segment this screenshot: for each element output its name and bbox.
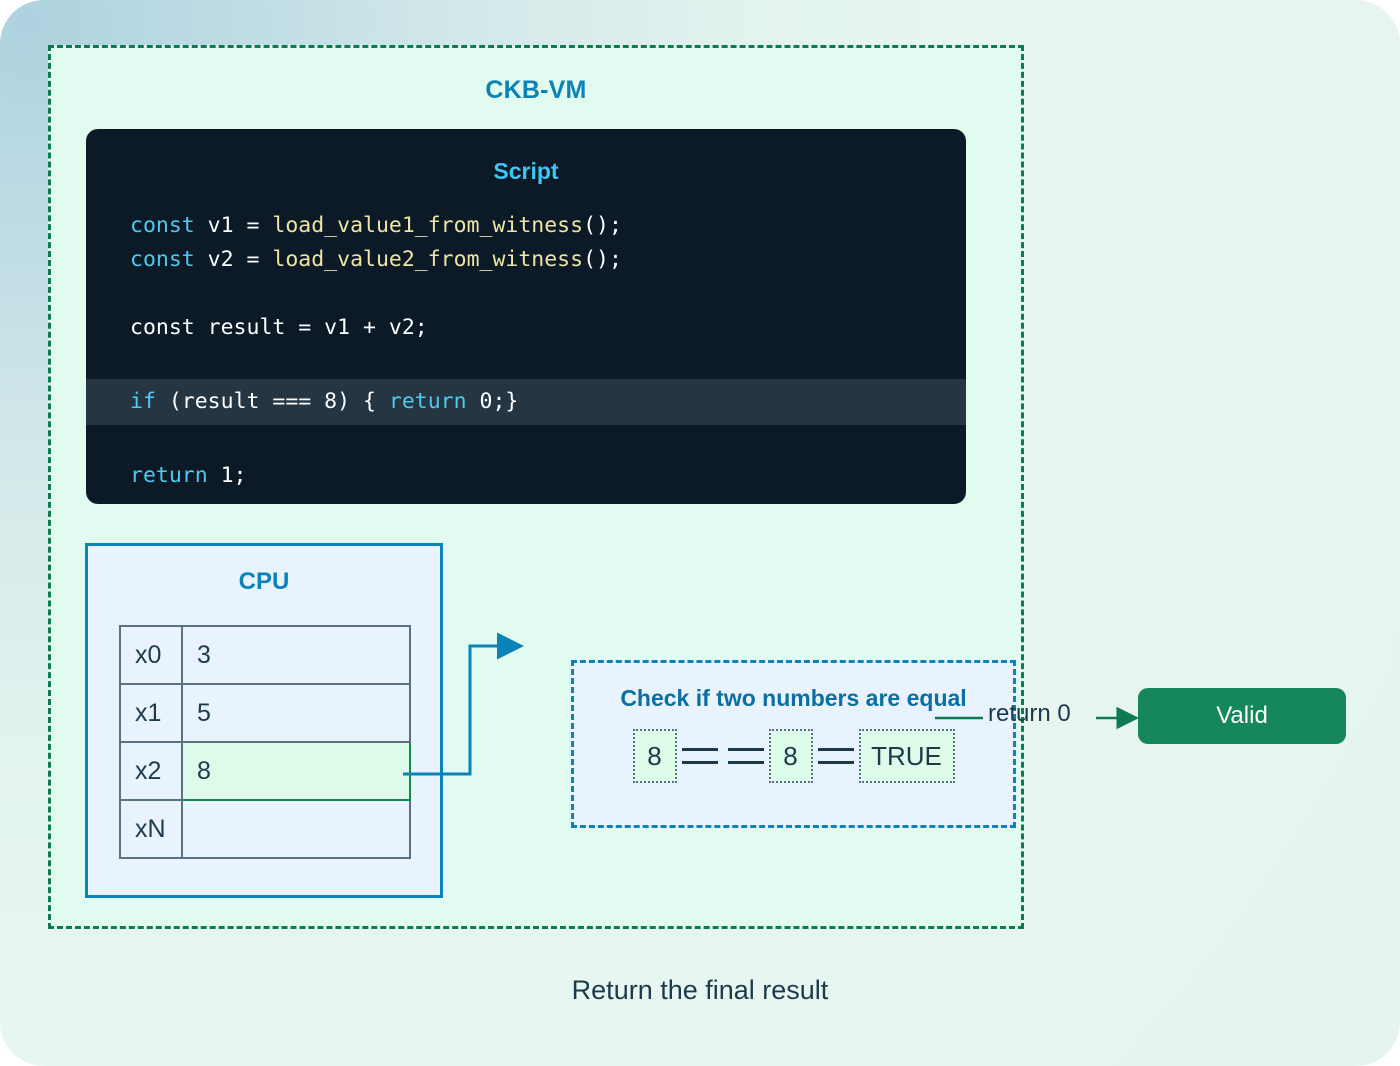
operand-left: 8: [632, 729, 677, 783]
valid-status-badge: Valid: [1138, 688, 1346, 744]
code-token: const: [130, 247, 208, 272]
register-name: x2: [119, 741, 183, 801]
code-token: load_value1_from_witness: [272, 213, 584, 238]
code-line: if (result === 8) { return 0;}: [86, 379, 966, 425]
code-token: return: [130, 463, 221, 488]
code-token: if: [130, 389, 169, 414]
code-line: return 1;: [86, 459, 966, 493]
equality-check-panel: Check if two numbers are equal 8 8 TRUE: [571, 660, 1016, 828]
register-name: x1: [119, 683, 183, 743]
script-title: Script: [493, 158, 559, 184]
register-value: 8: [181, 741, 411, 801]
code-token: (result === 8) {: [168, 389, 389, 414]
code-token: return: [388, 389, 480, 414]
code-line: const v2 = load_value2_from_witness();: [86, 243, 966, 277]
code-line: const result = v1 + v2;: [86, 311, 966, 345]
script-panel: Script const v1 = load_value1_from_witne…: [86, 129, 966, 504]
register-name: xN: [119, 799, 183, 859]
return-value-label: return 0: [988, 700, 1071, 727]
register-value: 5: [181, 683, 411, 743]
code-token: const: [130, 213, 208, 238]
equality-expression: 8 8 TRUE: [574, 729, 1013, 783]
operand-right: 8: [768, 729, 813, 783]
code-token: 1;: [220, 463, 247, 488]
ckb-vm-title: CKB-VM: [485, 76, 587, 104]
code-line: const v1 = load_value1_from_witness();: [86, 209, 966, 243]
code-line: [86, 345, 966, 379]
code-line: [86, 277, 966, 311]
code-token: const result = v1 + v2;: [130, 315, 428, 340]
equality-check-title: Check if two numbers are equal: [620, 685, 967, 711]
code-token: v2 =: [207, 247, 273, 272]
comparison-result: TRUE: [858, 729, 955, 783]
script-code-block: const v1 = load_value1_from_witness();co…: [86, 209, 966, 493]
register-name: x0: [119, 625, 183, 685]
register-value: [181, 799, 411, 859]
code-token: [130, 429, 143, 454]
code-token: ();: [583, 213, 622, 238]
code-token: ();: [583, 247, 622, 272]
register-row: xN: [119, 799, 411, 859]
register-value: 3: [181, 625, 411, 685]
code-token: 0;}: [479, 389, 519, 414]
cpu-title: CPU: [238, 568, 290, 595]
operator-equals-equals: [677, 747, 723, 765]
code-token: v1 =: [207, 213, 273, 238]
operator-result-equals: [813, 747, 859, 765]
operator-equals-equals-2: [723, 747, 769, 765]
code-token: load_value2_from_witness: [272, 247, 584, 272]
equals-bar-3: [817, 747, 854, 765]
diagram-caption: Return the final result: [571, 975, 829, 1005]
equals-bar-2: [727, 747, 764, 765]
code-line: [86, 425, 966, 459]
code-token: [130, 281, 143, 306]
code-token: [130, 349, 143, 374]
equals-bar-1: [681, 747, 718, 765]
ckb-vm-container: CKB-VM Script const v1 = load_value1_fro…: [48, 45, 1024, 929]
